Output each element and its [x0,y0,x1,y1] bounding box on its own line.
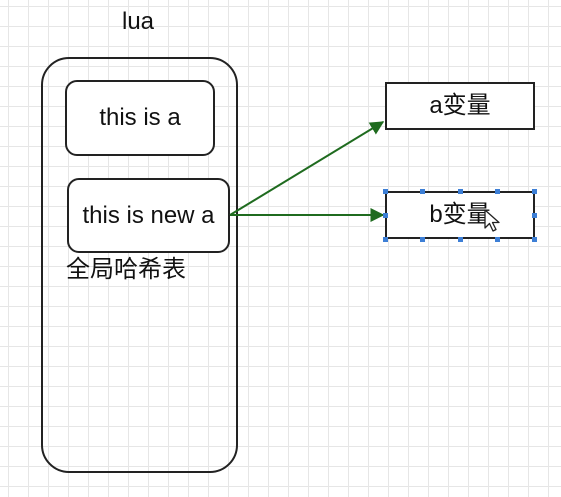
node-b-variable[interactable]: b变量 [385,191,535,239]
move-cursor-icon [482,208,504,234]
node-a-variable-label: a变量 [429,92,491,119]
container-title: lua [122,8,155,35]
selection-handle-ne[interactable] [532,189,537,194]
selection-handle-s3[interactable] [495,237,500,242]
selection-handle-e[interactable] [532,213,537,218]
selection-handle-sw[interactable] [383,237,388,242]
node-this-is-a-label: this is a [99,104,181,131]
arrow-to-a-variable[interactable] [229,121,385,216]
selection-handle-s1[interactable] [420,237,425,242]
container-caption: 全局哈希表 [66,256,186,283]
selection-handle-nw[interactable] [383,189,388,194]
node-b-variable-label: b变量 [429,201,491,228]
selection-handle-w[interactable] [383,213,388,218]
global-hash-table-container[interactable] [41,57,238,473]
node-this-is-a[interactable]: this is a [65,80,215,156]
selection-handle-s2[interactable] [458,237,463,242]
node-this-is-new-a[interactable]: this is new a [67,178,230,253]
node-a-variable[interactable]: a变量 [385,82,535,130]
node-this-is-new-a-label: this is new a [82,201,215,229]
selection-handle-n1[interactable] [420,189,425,194]
selection-handle-n3[interactable] [495,189,500,194]
selection-handle-n2[interactable] [458,189,463,194]
selection-handle-se[interactable] [532,237,537,242]
